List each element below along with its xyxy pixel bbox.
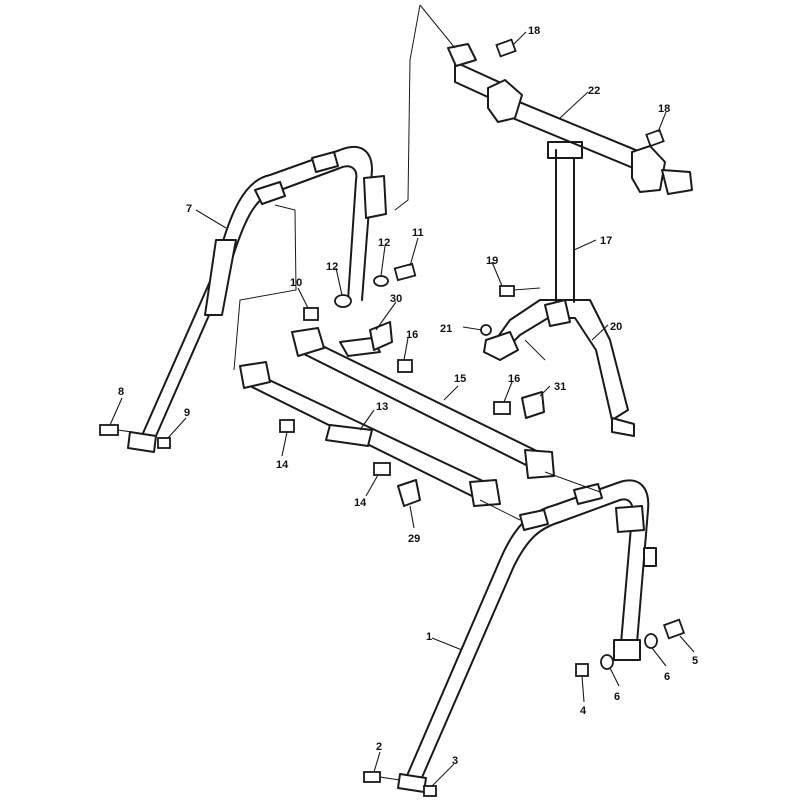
callout-12b: 12 — [378, 237, 390, 249]
callout-2: 2 — [376, 741, 382, 753]
callout-21: 21 — [440, 323, 452, 335]
callout-4: 4 — [580, 705, 587, 717]
callout-12a: 12 — [326, 261, 338, 273]
callout-10: 10 — [290, 277, 302, 289]
callout-18b: 18 — [658, 103, 670, 115]
callout-22: 22 — [588, 85, 600, 97]
rear-crossbar-15 — [291, 327, 555, 479]
bracket-31 — [521, 391, 545, 419]
callout-3: 3 — [452, 755, 458, 767]
callout-17: 17 — [600, 235, 612, 247]
callout-30: 30 — [390, 293, 402, 305]
callout-31: 31 — [554, 381, 566, 393]
callout-6b: 6 — [664, 671, 670, 683]
callout-11: 11 — [412, 227, 424, 239]
upper-crossbar-22 — [447, 43, 693, 195]
callout-labels: 1 2 3 4 5 6 6 7 8 9 10 11 12 12 13 14 14… — [118, 25, 698, 767]
callout-29: 29 — [408, 533, 420, 545]
callout-1: 1 — [426, 631, 432, 643]
callout-19: 19 — [486, 255, 498, 267]
callout-14a: 14 — [276, 459, 289, 471]
callout-18a: 18 — [528, 25, 540, 37]
alignment-lines — [233, 4, 601, 521]
callout-15: 15 — [454, 373, 466, 385]
vertical-post-17 — [547, 141, 583, 303]
bracket-30 — [369, 321, 393, 351]
callout-5: 5 — [692, 655, 698, 667]
callout-13: 13 — [376, 401, 388, 413]
bracket-29 — [397, 479, 421, 507]
callout-20: 20 — [610, 321, 622, 333]
hardware — [99, 38, 686, 797]
callout-14b: 14 — [354, 497, 367, 509]
callout-16a: 16 — [406, 329, 418, 341]
front-crossbar-13 — [239, 361, 501, 507]
callout-9: 9 — [184, 407, 190, 419]
rear-hoop-7 — [127, 145, 387, 453]
callout-8: 8 — [118, 386, 124, 398]
callout-7: 7 — [186, 203, 192, 215]
support-bracket-20 — [483, 299, 635, 437]
front-hoop-1 — [397, 479, 657, 793]
callout-16b: 16 — [508, 373, 520, 385]
callout-6a: 6 — [614, 691, 620, 703]
callout-leaders — [109, 31, 695, 787]
